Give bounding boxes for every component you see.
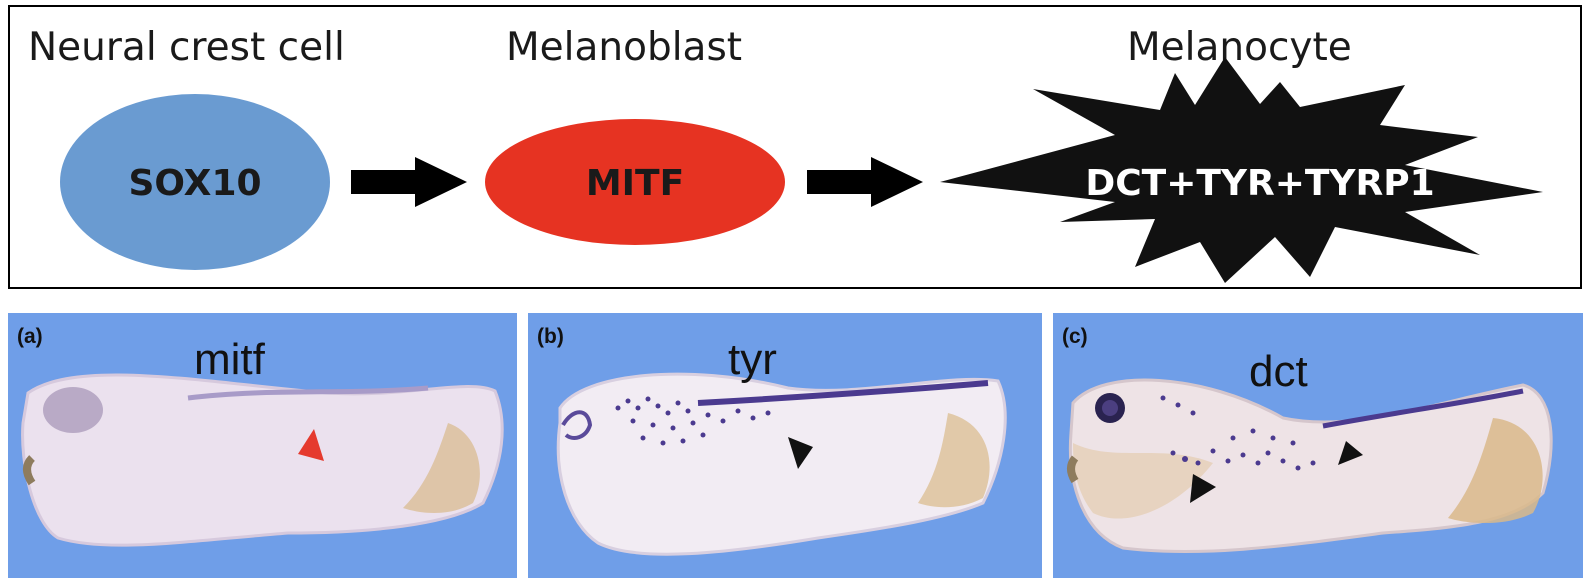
panel-a-letter: (a) <box>17 325 43 348</box>
mitf-arrowhead-icon <box>298 429 324 461</box>
panel-c-letter: (c) <box>1062 325 1088 348</box>
embryo-c-image <box>1067 378 1553 554</box>
panel-b-tyr: (b) tyr <box>528 313 1042 578</box>
melanocyte-label: Melanocyte <box>1127 25 1352 70</box>
pathway-graphic: SOX10 MITF DCT+TYR+TYRP1 <box>60 57 1543 283</box>
melanoblast-label: Melanoblast <box>506 25 743 70</box>
mitf-ellipse <box>485 119 785 245</box>
panel-a-gene-label: mitf <box>194 335 265 384</box>
arrow-2-icon <box>807 157 923 207</box>
panel-b-letter: (b) <box>537 325 564 348</box>
dct-arrowhead-2-icon <box>1338 441 1363 465</box>
sox10-text: SOX10 <box>128 163 261 204</box>
arrow-1-icon <box>351 157 467 207</box>
melanocyte-starburst-icon <box>940 57 1543 283</box>
embryo-b-image <box>556 372 1007 556</box>
panel-a-mitf: (a) mitf <box>8 313 517 578</box>
panel-c-gene-label: dct <box>1249 347 1308 396</box>
dct-arrowhead-1-icon <box>1190 474 1216 503</box>
mitf-text: MITF <box>586 163 684 204</box>
panel-c-dct: (c) dct <box>1053 313 1583 578</box>
melanocyte-markers-text: DCT+TYR+TYRP1 <box>1085 163 1434 204</box>
embryo-a-image <box>21 373 504 547</box>
sox10-ellipse <box>60 94 330 270</box>
neural-crest-cell-label: Neural crest cell <box>28 25 345 70</box>
pathway-diagram: Neural crest cell Melanoblast Melanocyte… <box>8 5 1582 289</box>
tyr-arrowhead-icon <box>788 437 813 469</box>
panel-b-gene-label: tyr <box>728 335 777 384</box>
